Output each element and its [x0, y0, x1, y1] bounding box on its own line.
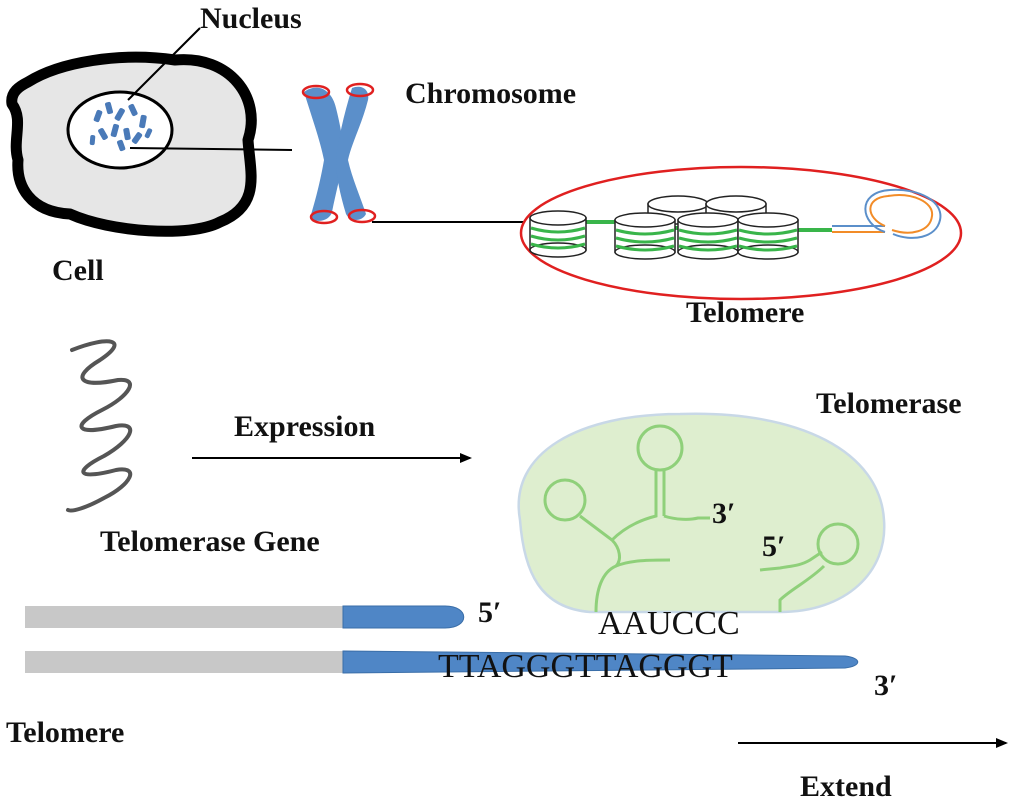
telomere-marker-top-left: [301, 84, 331, 100]
chromosome-arm-right: [336, 86, 369, 221]
label-chromosome: Chromosome: [405, 77, 576, 110]
label-telomerase: Telomerase: [816, 387, 962, 420]
label-dna-repeat: TTAGGGTTAGGGT: [438, 648, 733, 685]
label-telomere-top: Telomere: [686, 296, 804, 329]
top-strand: [25, 605, 465, 629]
label-rna-5prime: 5′: [762, 530, 785, 563]
telomerase-body: [517, 412, 886, 614]
telomere-marker-bottom-left: [309, 209, 339, 225]
label-cell: Cell: [52, 254, 104, 287]
top-strand-grey: [25, 606, 343, 628]
label-telomerase-gene: Telomerase Gene: [100, 525, 320, 558]
bottom-strand-blue: [342, 650, 859, 674]
label-expression: Expression: [234, 410, 375, 443]
nucleosome-4: [737, 212, 799, 260]
telomerase: [517, 412, 886, 614]
label-telomere-bottom: Telomere: [6, 716, 124, 749]
label-extend: Extend: [800, 770, 892, 803]
linker-dna: [585, 220, 832, 232]
cell: [6, 51, 257, 237]
telomere-zoom: [519, 165, 963, 301]
nucleus-leader-line: [127, 27, 201, 101]
nucleosome-2: [614, 212, 676, 260]
nucleus-outline: [66, 90, 174, 170]
label-rna-template: AAUCCC: [598, 605, 740, 642]
nucleosome-1: [529, 210, 587, 258]
bottom-strand-grey: [25, 651, 343, 673]
chromosome: [301, 82, 377, 225]
nucleus-chromosomes: [89, 101, 153, 152]
bottom-strand: [25, 650, 859, 674]
telomerase-rna: [543, 424, 860, 613]
telomere-zoom-outline: [519, 165, 963, 301]
label-bottom-3prime: 3′: [874, 669, 897, 702]
telomerase-gene-helix: [66, 339, 133, 513]
nucleosome-3: [677, 212, 739, 260]
chromosome-arm-left: [304, 87, 344, 221]
label-rna-3prime: 3′: [712, 497, 735, 530]
label-nucleus: Nucleus: [200, 2, 302, 35]
telomere-marker-top-right: [345, 82, 375, 98]
t-loop: [832, 188, 942, 239]
chromosome-leader-line: [129, 147, 293, 151]
top-strand-blue: [342, 605, 465, 629]
telomere-marker-bottom-right: [347, 208, 377, 224]
label-top-5prime: 5′: [478, 596, 501, 629]
